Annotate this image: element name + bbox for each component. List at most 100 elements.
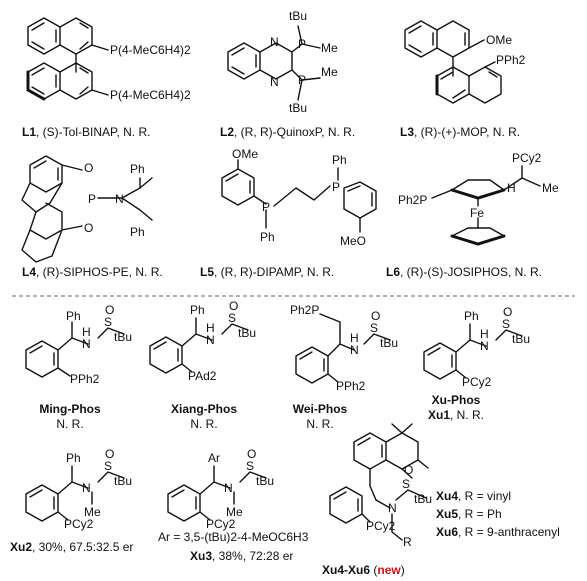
r-group-xu5: Xu5, R = Ph <box>436 507 502 521</box>
ming-tbu-label: tBu <box>114 330 132 344</box>
xu46-pcy2-label: PCy2 <box>366 519 396 533</box>
wei-o-label: O <box>371 309 380 323</box>
caption-xu3-ar: Ar = 3,5-(tBu)2-4-MeOC6H3 <box>158 530 309 544</box>
caption-xu3: Xu3, 38%, 72:28 er <box>190 549 293 563</box>
l6-pcy2-label: PCy2 <box>512 151 542 165</box>
xu3-n-label: N <box>224 481 233 495</box>
xu2-s-label: S <box>104 459 112 473</box>
xu3-s-label: S <box>246 459 254 473</box>
xu3-tbu-label: tBu <box>256 474 274 488</box>
caption-xu2: Xu2, 30%, 67.5:32.5 er <box>10 540 133 554</box>
structure-l5 <box>221 159 377 233</box>
xu2-me-label: Me <box>84 505 101 519</box>
structure-xiang-phos <box>149 317 249 374</box>
ming-ph-label: Ph <box>66 309 81 323</box>
xu2-pcy2-label: PCy2 <box>64 517 94 531</box>
l2-n2-label: N <box>270 75 279 89</box>
xiang-n-label: N <box>206 333 215 347</box>
l2-p1-label: P <box>298 37 306 51</box>
structure-l3 <box>404 20 502 104</box>
wei-s-label: S <box>370 321 378 335</box>
caption-l6: L6, (R)-(S)-JOSIPHOS, N. R. <box>386 265 542 279</box>
xu46-o-label: O <box>404 463 413 477</box>
structure-l4 <box>21 155 153 263</box>
ming-h-label: H <box>82 325 91 339</box>
caption-xiang-phos: Xiang-Phos <box>171 402 237 416</box>
caption-xiang-phos-result: N. R. <box>190 417 217 431</box>
l2-tbu2-label: tBu <box>289 101 307 115</box>
xu2-ph-label: Ph <box>66 451 81 465</box>
l2-tbu1-label: tBu <box>289 9 307 23</box>
structure-xu-phos <box>423 323 523 380</box>
xu1-n-label: N <box>480 339 489 353</box>
xu3-me-label: Me <box>226 505 243 519</box>
l3-pph2-label: PPh2 <box>496 53 526 67</box>
l2-me2-label: Me <box>321 65 338 79</box>
caption-ming-phos-result: N. R. <box>56 417 83 431</box>
l4-p-label: P <box>88 192 96 206</box>
xiang-o-label: O <box>229 299 238 313</box>
xu1-o-label: O <box>503 305 512 319</box>
wei-h-label: H <box>350 331 359 345</box>
caption-l4: L4, (R)-SIPHOS-PE, N. R. <box>22 265 163 279</box>
r-group-xu4: Xu4, R = vinyl <box>436 489 511 503</box>
xu2-o-label: O <box>105 447 114 461</box>
xu46-r-label: R <box>403 535 412 549</box>
structure-l2 <box>227 25 321 101</box>
l6-h-label: H <box>507 181 516 195</box>
xiang-pad2-label: PAd2 <box>188 369 217 383</box>
wei-tbu-label: tBu <box>380 336 398 350</box>
l6-fe-label: Fe <box>470 206 484 220</box>
wei-n-label: N <box>350 343 359 357</box>
l4-ph1-label: Ph <box>130 162 145 176</box>
l4-o1-label: O <box>84 161 93 175</box>
xu46-n-label: N <box>388 501 397 515</box>
l5-p1-label: P <box>262 200 270 214</box>
xiang-ph-label: Ph <box>190 303 205 317</box>
xu3-ar-label: Ar <box>208 451 220 465</box>
caption-xu4-xu6: Xu4-Xu6 (new) <box>322 563 405 577</box>
xiang-tbu-label: tBu <box>238 326 256 340</box>
ming-pph2-label: PPh2 <box>70 372 100 386</box>
xu1-ph-label: Ph <box>464 309 479 323</box>
caption-l3: L3, (R)-(+)-MOP, N. R. <box>400 125 520 139</box>
l5-ome-label: OMe <box>232 147 258 161</box>
xu1-tbu-label: tBu <box>512 332 530 346</box>
l1-p-upper-label: P(4-MeC6H4)2 <box>110 43 191 57</box>
l1-p-lower-label: P(4-MeC6H4)2 <box>110 88 191 102</box>
xu3-o-label: O <box>247 447 256 461</box>
ming-o-label: O <box>105 303 114 317</box>
l6-ph2p-label: Ph2P <box>398 193 427 207</box>
structure-l6 <box>431 165 541 246</box>
caption-wei-phos-result: N. R. <box>306 417 333 431</box>
xu3-pcy2-label: PCy2 <box>206 517 236 531</box>
caption-xu-phos: Xu-Phos <box>432 393 481 407</box>
l5-meo-label: MeO <box>340 234 366 248</box>
xiang-s-label: S <box>228 311 236 325</box>
structure-l1 <box>26 17 109 101</box>
xu1-pcy2-label: PCy2 <box>462 375 492 389</box>
xiang-h-label: H <box>206 321 215 335</box>
xu1-h-label: H <box>480 327 489 341</box>
xu46-tbu-label: tBu <box>414 492 432 506</box>
xu2-n-label: N <box>82 481 91 495</box>
structure-xu2 <box>25 465 125 522</box>
l4-o2-label: O <box>84 221 93 235</box>
l2-n1-label: N <box>270 35 279 49</box>
l3-ome-label: OMe <box>486 33 512 47</box>
ming-n-label: N <box>82 337 91 351</box>
wei-pph2-label: PPh2 <box>336 379 366 393</box>
structure-ming-phos <box>25 321 125 378</box>
l5-ph2-label: Ph <box>332 153 347 167</box>
l2-p2-label: P <box>298 73 306 87</box>
caption-wei-phos: Wei-Phos <box>293 402 348 416</box>
l5-p2-label: P <box>332 180 340 194</box>
ming-s-label: S <box>104 315 112 329</box>
l2-me1-label: Me <box>321 41 338 55</box>
caption-l1: L1, (S)-Tol-BINAP, N. R. <box>22 125 150 139</box>
caption-l2: L2, (R, R)-QuinoxP, N. R. <box>220 125 355 139</box>
l6-me-label: Me <box>542 181 559 195</box>
structure-wei-phos <box>295 313 391 384</box>
caption-l5: L5, (R, R)-DIPAMP, N. R. <box>200 265 334 279</box>
